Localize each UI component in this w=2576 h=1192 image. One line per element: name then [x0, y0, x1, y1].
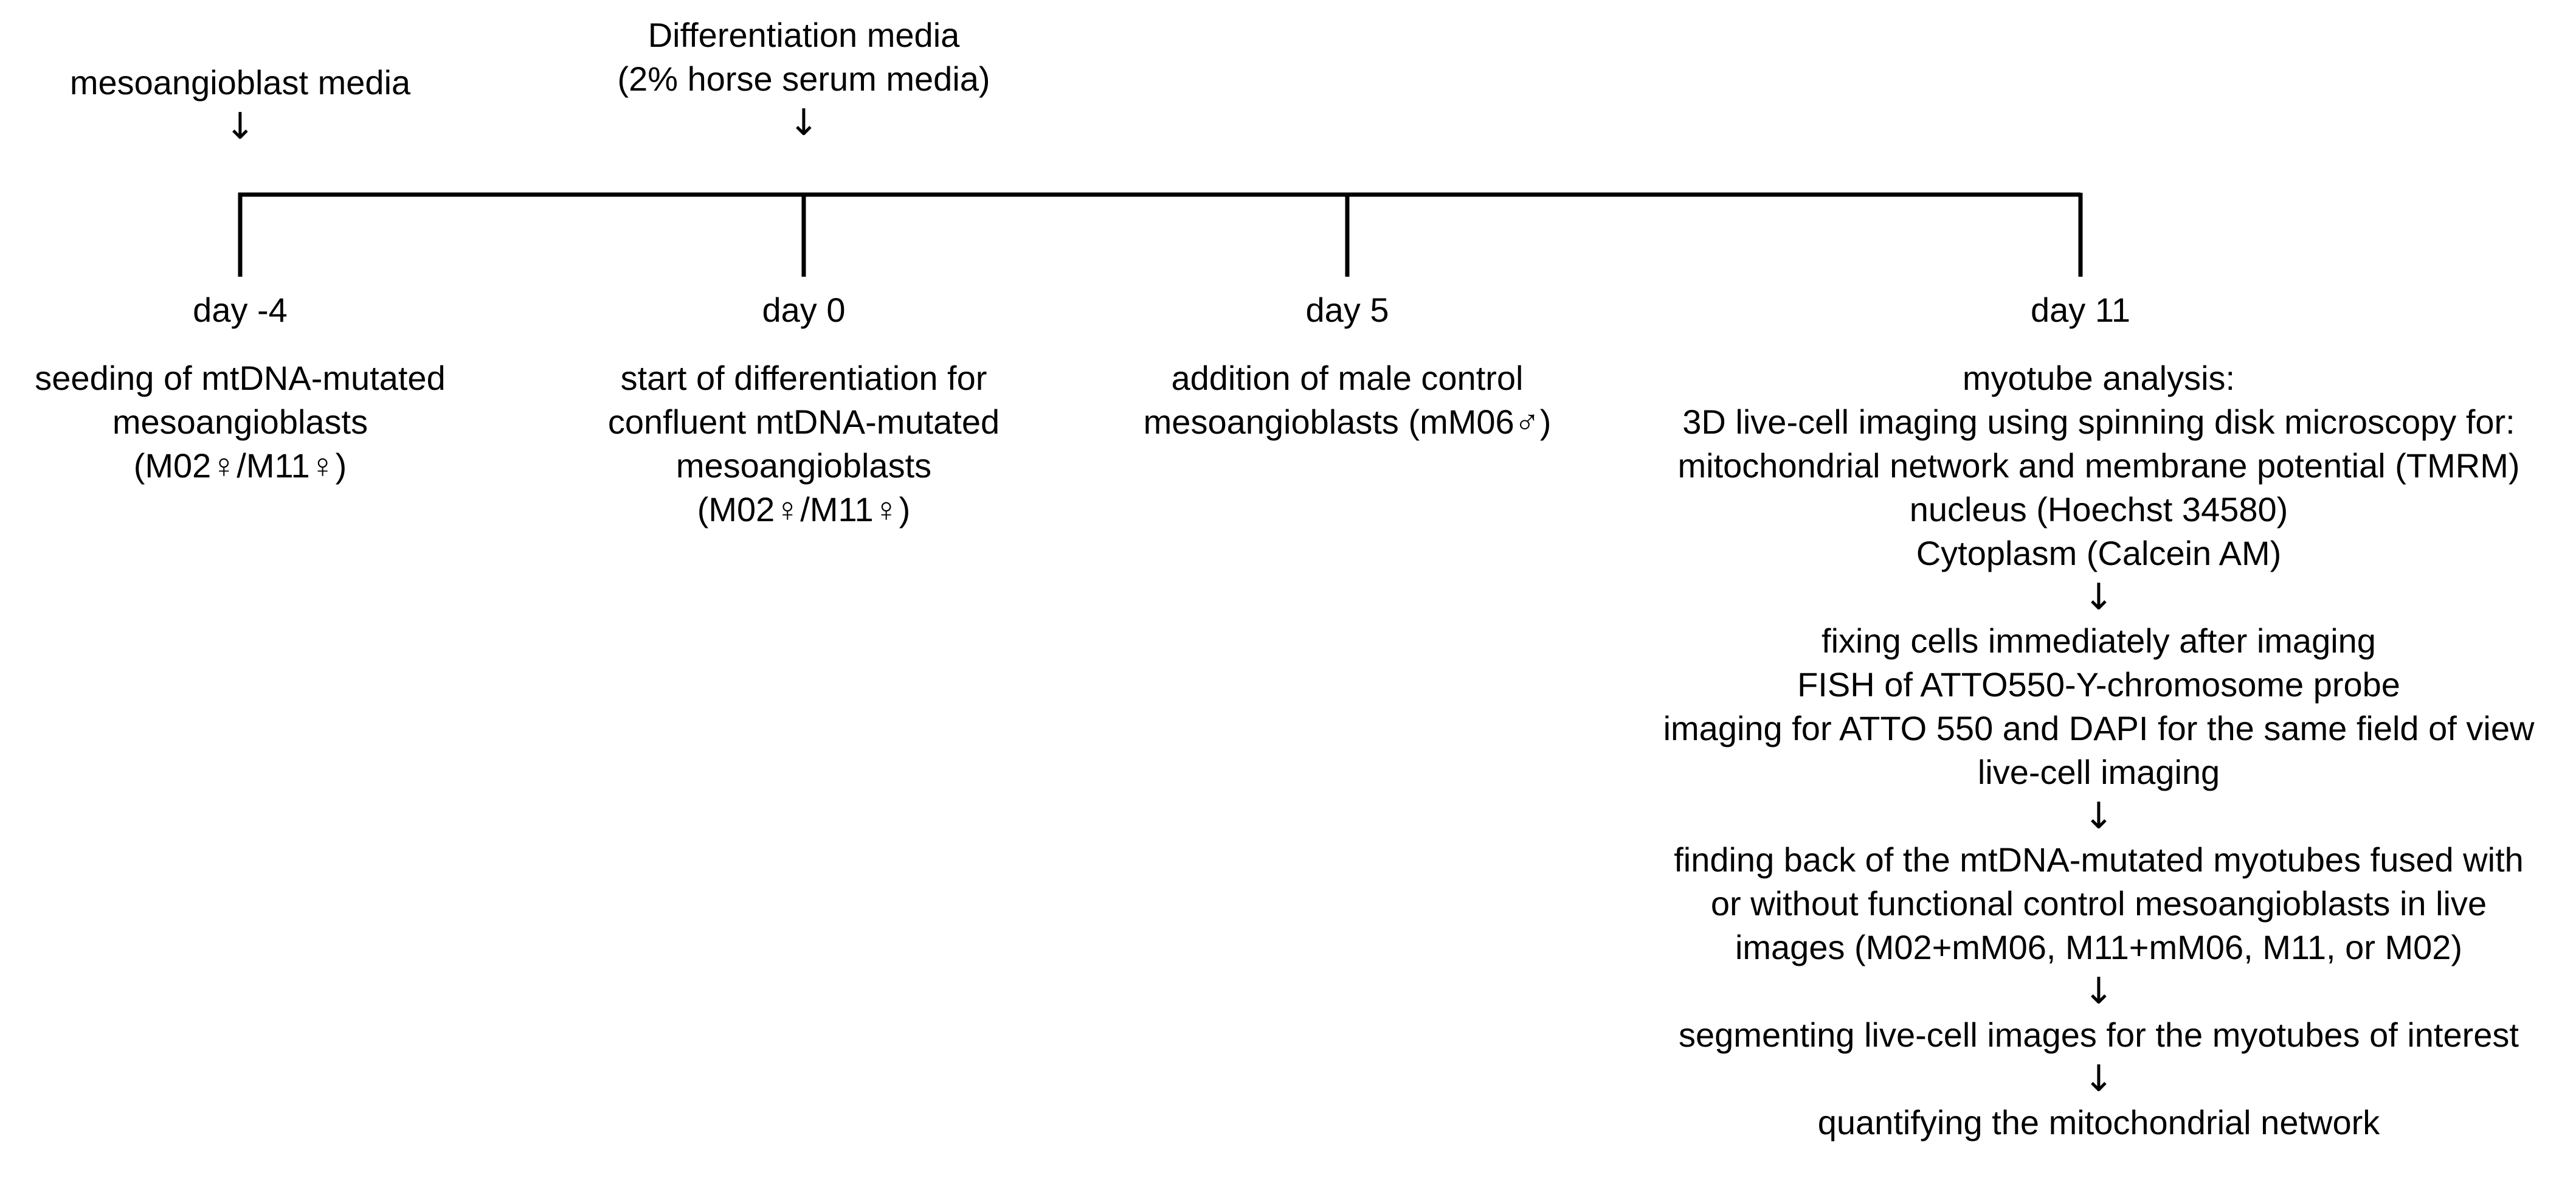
day-label: day 5: [1305, 291, 1389, 329]
analysis-step-1-heading: myotube analysis:: [1962, 359, 2236, 397]
analysis-step-3: finding back of the mtDNA-mutated myotub…: [1663, 838, 2535, 969]
analysis-line: quantifying the mitochondrial network: [1817, 1103, 2380, 1142]
description-line: mesoangioblasts: [675, 446, 932, 485]
description-line: addition of male control: [1171, 359, 1524, 397]
day-label: day 11: [2031, 291, 2130, 329]
description-line: (M02♀/M11♀): [133, 446, 347, 485]
differentiation-media-annotation: Differentiation media (2% horse serum me…: [617, 13, 990, 145]
day-0-description: start of differentiation for confluent m…: [608, 356, 1000, 532]
analysis-line: imaging for ATTO 550 and DAPI for the sa…: [1663, 709, 2535, 747]
analysis-line: Cytoplasm (Calcein AM): [1916, 534, 2282, 572]
description-line: mesoangioblasts (mM06♂): [1143, 403, 1552, 441]
analysis-step-5: quantifying the mitochondrial network: [1663, 1101, 2535, 1145]
down-arrow-icon: ↓: [2083, 576, 2115, 619]
mesoangioblast-media-annotation: mesoangioblast media ↓: [70, 61, 410, 148]
analysis-line: 3D live-cell imaging using spinning disk…: [1682, 403, 2515, 441]
analysis-step-1: myotube analysis: 3D live-cell imaging u…: [1663, 356, 2535, 575]
analysis-line: finding back of the mtDNA-mutated myotub…: [1674, 840, 2524, 879]
day-5-description: addition of male control mesoangioblasts…: [1144, 356, 1552, 444]
down-arrow-icon: ↓: [224, 105, 256, 148]
analysis-line: or without functional control mesoangiob…: [1710, 884, 2487, 923]
down-arrow-icon: ↓: [788, 102, 820, 144]
analysis-line: images (M02+mM06, M11+mM06, M11, or M02): [1735, 928, 2463, 966]
description-line: confluent mtDNA-mutated: [607, 403, 1000, 441]
day-minus-4-description: seeding of mtDNA-mutated mesoangioblasts…: [35, 356, 445, 488]
analysis-line: FISH of ATTO550-Y-chromosome probe: [1797, 665, 2400, 704]
differentiation-media-subtitle: (2% horse serum media): [617, 60, 990, 98]
analysis-line: segmenting live-cell images for the myot…: [1679, 1016, 2519, 1054]
analysis-line: mitochondrial network and membrane poten…: [1677, 446, 2520, 485]
mesoangioblast-media-label: mesoangioblast media: [69, 63, 411, 102]
down-arrow-icon: ↓: [2083, 970, 2115, 1013]
description-line: mesoangioblasts: [112, 403, 368, 441]
analysis-line: live-cell imaging: [1977, 753, 2220, 791]
analysis-line: nucleus (Hoechst 34580): [1909, 490, 2288, 528]
down-arrow-icon: ↓: [2083, 1058, 2115, 1100]
analysis-step-2: fixing cells immediately after imaging F…: [1663, 619, 2535, 794]
day-label: day 0: [762, 291, 846, 329]
day-label: day -4: [193, 291, 288, 329]
analysis-step-4: segmenting live-cell images for the myot…: [1663, 1013, 2535, 1057]
description-line: start of differentiation for: [620, 359, 987, 397]
differentiation-media-title: Differentiation media: [647, 16, 960, 54]
description-line: seeding of mtDNA-mutated: [35, 359, 446, 397]
down-arrow-icon: ↓: [2083, 795, 2115, 837]
analysis-line: fixing cells immediately after imaging: [1822, 622, 2376, 660]
day-11-analysis-flow: myotube analysis: 3D live-cell imaging u…: [1663, 356, 2535, 1145]
description-line: (M02♀/M11♀): [697, 490, 911, 528]
